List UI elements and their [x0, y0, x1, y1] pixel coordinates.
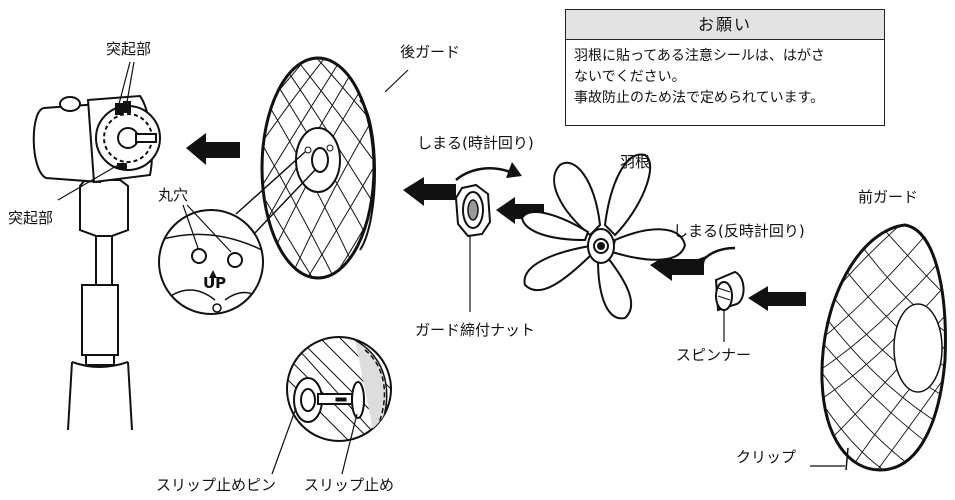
- notice-line: ないでください。: [574, 69, 686, 85]
- notice-title: お願い: [566, 10, 884, 40]
- label-spinner: スピンナー: [676, 346, 752, 364]
- label-clip: クリップ: [736, 448, 797, 466]
- notice-box: お願い 羽根に貼ってある注意シールは、はがさ ないでください。 事故防止のため法…: [565, 9, 885, 126]
- notice-line: 羽根に貼ってある注意シールは、はがさ: [574, 48, 825, 64]
- label-blade: 羽根: [620, 153, 651, 171]
- slip-stopper-closeup: [271, 336, 392, 475]
- front-guard: [810, 223, 947, 472]
- fan-motor-body: [32, 94, 161, 431]
- notice-body: 羽根に貼ってある注意シールは、はがさ ないでください。 事故防止のため法で定めら…: [566, 40, 884, 109]
- notice-line: 事故防止のため法で定められています。: [574, 90, 825, 106]
- label-guard-nut: ガード締付ナット: [415, 321, 536, 339]
- label-up-mark: UP: [203, 274, 227, 292]
- spinner: [690, 246, 745, 342]
- round-hole-closeup: [158, 151, 316, 315]
- label-tighten-clockwise: しまる(時計回り): [417, 134, 534, 152]
- label-slip-pin: スリップ止めピン: [156, 476, 277, 494]
- label-tighten-counterclockwise: しまる(反時計回り): [673, 222, 805, 240]
- up-arrow-icon: [209, 270, 217, 285]
- label-front-guard: 前ガード: [858, 188, 919, 206]
- label-protrusion-top: 突起部: [106, 40, 152, 58]
- label-protrusion-left: 突起部: [8, 209, 54, 227]
- guard-nut: [454, 162, 522, 312]
- label-slip-stopper: スリップ止め: [304, 476, 395, 494]
- fan-blade: [520, 153, 687, 320]
- label-round-holes: 丸穴: [158, 186, 189, 204]
- label-rear-guard: 後ガード: [400, 43, 461, 61]
- protrusion-leader-lines: [57, 61, 135, 201]
- rear-guard: [260, 56, 409, 280]
